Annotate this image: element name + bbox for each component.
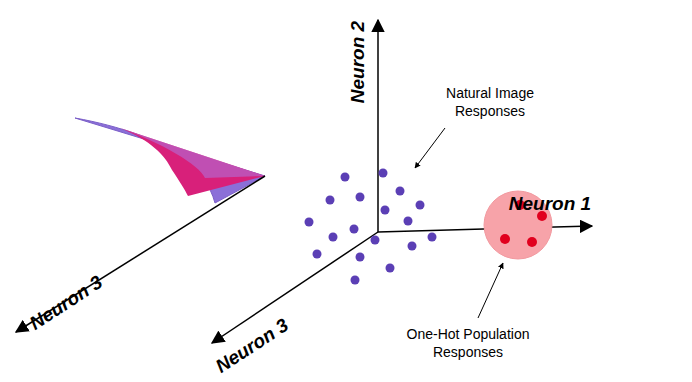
distribution-shape (75, 118, 265, 203)
callout-label: One-Hot Population Responses (388, 325, 548, 361)
axis-line (212, 232, 378, 343)
leader-arrow (478, 263, 503, 318)
axis-label: Neuron 1 (509, 193, 591, 215)
natural-image-dots (305, 169, 437, 285)
callout-label: Natural Image Responses (434, 84, 546, 120)
axis-label: Neuron 2 (347, 21, 369, 103)
distribution-band (120, 128, 265, 178)
axis-label: Neuron 3 (25, 271, 106, 334)
leader-arrow (415, 128, 445, 168)
distribution-band (120, 128, 265, 196)
axis-label: Neuron 3 (211, 314, 292, 377)
axis-line (377, 20, 379, 232)
